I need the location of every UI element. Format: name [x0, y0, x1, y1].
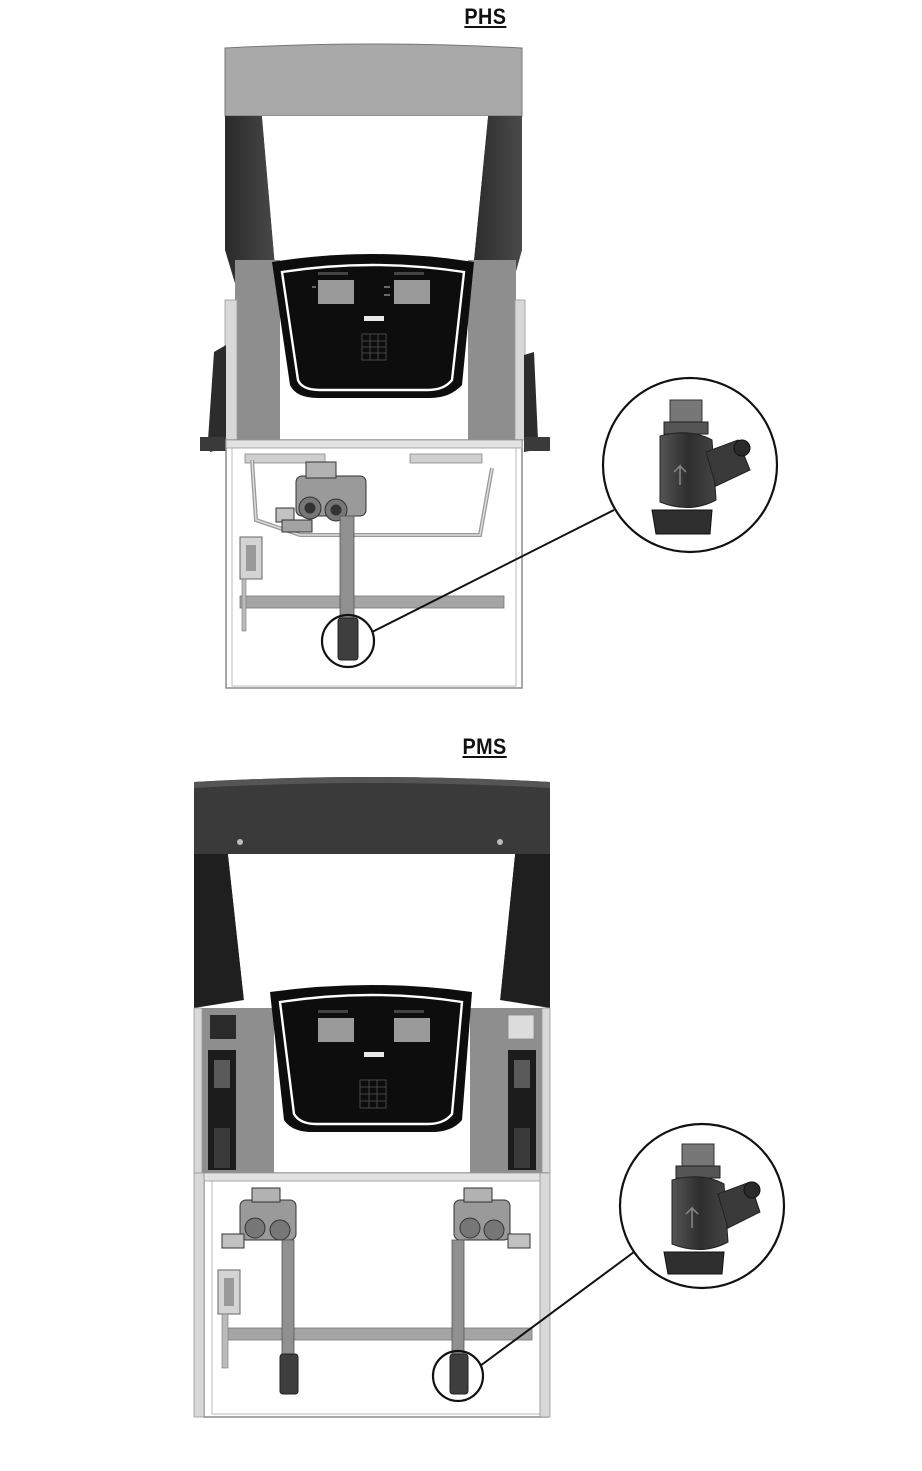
canopy	[194, 777, 550, 854]
pump-meter-assembly-left	[221, 1187, 297, 1249]
inlet-pipe-right	[451, 1239, 465, 1359]
phs-title: PHS	[464, 4, 507, 29]
inlet-pipe-left	[281, 1239, 295, 1359]
display-screen-right	[394, 1018, 430, 1042]
phs-dispenser-diagram	[200, 43, 779, 689]
right-column	[468, 260, 516, 440]
right-arm	[500, 854, 550, 1008]
y-strainer-icon	[449, 1353, 469, 1395]
cross-bar	[239, 595, 505, 609]
display-screen-right	[394, 280, 430, 304]
canopy	[224, 43, 523, 117]
cross-bar	[225, 1327, 533, 1341]
display-panel	[270, 985, 472, 1132]
keypad	[359, 1079, 387, 1109]
leader-line	[371, 509, 615, 633]
y-strainer-icon	[651, 399, 751, 535]
keypad	[361, 333, 387, 361]
magnifier-circle-small	[320, 613, 376, 669]
left-column	[235, 260, 280, 440]
right-arm	[470, 116, 522, 300]
pump-meter-assembly	[275, 461, 367, 533]
left-indicator	[210, 1015, 236, 1039]
y-strainer-icon	[663, 1143, 761, 1275]
pms-dispenser-diagram	[193, 777, 786, 1418]
card-slot	[364, 1052, 384, 1057]
display-screen-left	[318, 280, 354, 304]
magnifier-circle-small	[431, 1349, 485, 1403]
right-nozzle	[508, 1050, 536, 1170]
y-strainer-icon	[279, 1353, 299, 1395]
hydraulic-cabinet-frame	[225, 439, 523, 689]
pms-title: PMS	[462, 734, 507, 759]
left-arm	[194, 854, 244, 1008]
left-nozzle-holster	[208, 345, 226, 452]
pump-meter-assembly-right	[453, 1187, 531, 1249]
left-nozzle	[208, 1050, 236, 1170]
left-arm	[225, 116, 278, 300]
display-panel	[272, 254, 474, 398]
display-screen-left	[318, 1018, 354, 1042]
right-nozzle-holster	[524, 352, 546, 452]
y-strainer-icon	[337, 617, 359, 661]
leader-line	[479, 1251, 635, 1367]
inlet-pipe	[339, 515, 355, 623]
card-slot	[364, 316, 384, 321]
right-indicator	[507, 1014, 535, 1040]
